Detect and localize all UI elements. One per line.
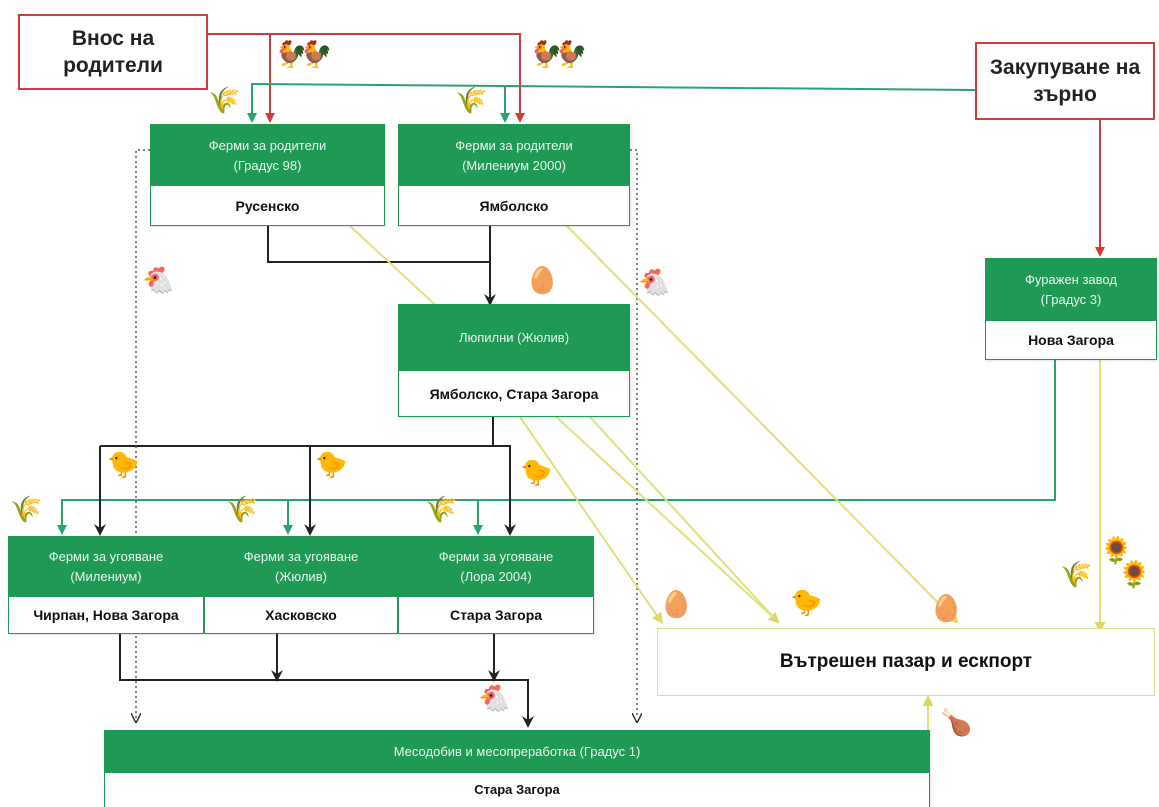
rooster-pair-icon: 🐓: [530, 40, 563, 70]
grain-flow-lines: [57, 82, 1056, 535]
parent-farm-milenium-header: Ферми за родители (Милениум 2000): [399, 125, 629, 186]
feed-mill-title: Фуражен завод: [1025, 272, 1117, 287]
processing-box: Месодобив и месопреработка (Градус 1) Ст…: [104, 730, 930, 807]
parent-farm-gradus: Ферми за родители (Градус 98) Русенско: [150, 124, 385, 226]
import-parents-label: Внос на родители: [63, 27, 163, 77]
fattening-farm-subtitle: (Милениум): [70, 569, 142, 584]
chick-icon: 🐤: [520, 458, 553, 488]
sunflower-icon: 🌻: [1100, 536, 1133, 566]
processing-header: Месодобив и месопреработка (Градус 1): [105, 731, 929, 773]
production-flow-lines: [94, 224, 534, 728]
rooster-pair-icon: 🐓: [555, 40, 588, 70]
egg-icon: 🥚: [526, 266, 559, 296]
fattening-farm-location: Стара Загора: [449, 607, 543, 623]
hatchery-box: Люпилни (Жюлив) Ямболско, Стара Загора: [398, 304, 630, 417]
grain-sack-icon: 🌾: [208, 86, 241, 116]
parent-farm-gradus-header: Ферми за родители (Градус 98): [151, 125, 384, 186]
fattening-farm-header: Ферми за угояване (Милениум): [9, 537, 203, 597]
chick-icon: 🐤: [790, 588, 823, 618]
chick-icon: 🐤: [315, 450, 348, 480]
egg-icon: 🥚: [660, 590, 693, 620]
fattening-farm-header: Ферми за угояване (Лора 2004): [399, 537, 593, 597]
grain-purchase-box: Закупуване на зърно: [975, 42, 1155, 120]
fattening-farm-milenium: Ферми за угояване (Милениум) Чирпан, Нов…: [8, 536, 204, 634]
sunflower-icon: 🌻: [1118, 560, 1151, 590]
egg-icon: 🥚: [930, 594, 963, 624]
hatchery-header: Люпилни (Жюлив): [399, 305, 629, 371]
parent-farm-title: Ферми за родители: [455, 137, 573, 153]
hen-icon: 🐔: [478, 684, 511, 714]
market-label: Вътрешен пазар и ескпорт: [779, 651, 1033, 672]
feed-mill-header: Фуражен завод (Градус 3): [986, 259, 1156, 321]
parent-farm-milenium: Ферми за родители (Милениум 2000) Ямболс…: [398, 124, 630, 226]
parent-farm-subtitle: (Милениум 2000): [462, 157, 566, 173]
chicken-meat-icon: 🍗: [940, 708, 973, 738]
fattening-farm-subtitle: (Жюлив): [275, 569, 327, 584]
rooster-pair-icon: 🐓: [300, 40, 333, 70]
culled-bird-lines: [136, 149, 637, 718]
grain-purchase-label: Закупуване на зърно: [989, 56, 1141, 106]
wheat-icon: 🌾: [1060, 560, 1093, 590]
fattening-farm-location: Чирпан, Нова Загора: [33, 607, 179, 623]
import-parents-box: Внос на родители: [18, 14, 208, 90]
grain-sack-icon: 🌾: [226, 495, 259, 525]
hatchery-location: Ямболско, Стара Загора: [429, 385, 599, 402]
fattening-farm-subtitle: (Лора 2004): [460, 569, 532, 584]
chick-icon: 🐤: [107, 450, 140, 480]
market-flow-lines: [349, 225, 1106, 730]
processing-title: Месодобив и месопреработка (Градус 1): [393, 744, 641, 759]
fattening-farm-lora: Ферми за угояване (Лора 2004) Стара Заго…: [398, 536, 594, 634]
grain-sack-icon: 🌾: [10, 495, 43, 525]
import-flow-lines: [208, 33, 1105, 257]
grain-sack-icon: 🌾: [455, 86, 488, 116]
fattening-farm-title: Ферми за угояване: [48, 549, 164, 564]
market-box: Вътрешен пазар и ескпорт: [657, 628, 1155, 696]
parent-farm-subtitle: (Градус 98): [233, 157, 302, 173]
feed-mill-subtitle: (Градус 3): [1040, 292, 1102, 307]
fattening-farm-julive: Ферми за угояване (Жюлив) Хасковско: [204, 536, 398, 634]
parent-farm-location: Ямболско: [479, 197, 549, 214]
hen-icon: 🐔: [638, 268, 671, 298]
fattening-farm-header: Ферми за угояване (Жюлив): [205, 537, 397, 597]
parent-farm-title: Ферми за родители: [208, 137, 327, 153]
fattening-farm-title: Ферми за угояване: [438, 549, 554, 564]
fattening-farm-location: Хасковско: [265, 607, 337, 623]
processing-location: Стара Загора: [474, 782, 560, 797]
hen-icon: 🐔: [142, 266, 175, 296]
feed-mill-location: Нова Загора: [1028, 332, 1114, 348]
rooster-pair-icon: 🐓: [275, 40, 308, 70]
hatchery-title: Люпилни (Жюлив): [458, 330, 570, 345]
grain-sack-icon: 🌾: [425, 495, 458, 525]
fattening-farm-title: Ферми за угояване: [243, 549, 359, 564]
feed-mill-box: Фуражен завод (Градус 3) Нова Загора: [985, 258, 1157, 360]
parent-farm-location: Русенско: [235, 197, 300, 214]
